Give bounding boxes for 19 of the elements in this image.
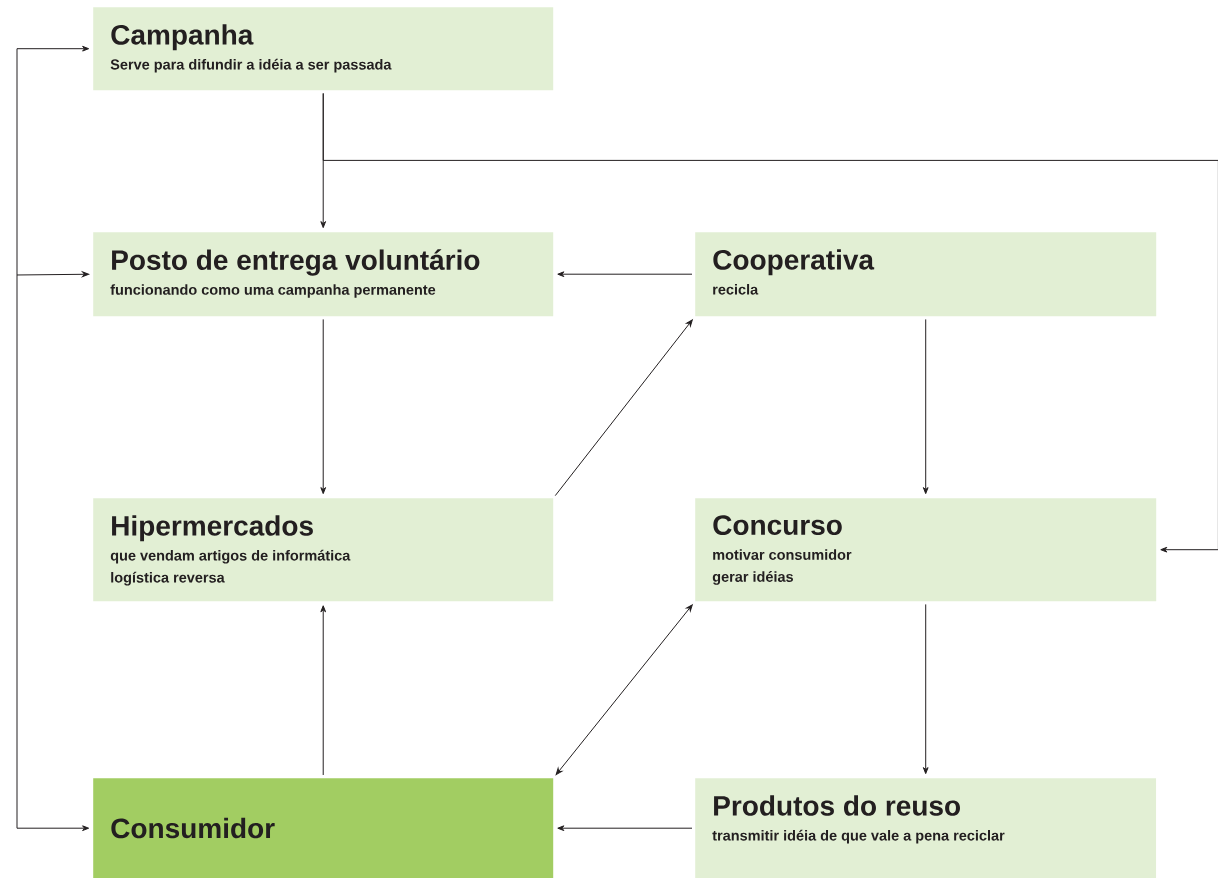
arrow <box>16 45 90 276</box>
arrow <box>557 271 693 278</box>
arrow <box>554 319 693 497</box>
arrow <box>16 274 90 832</box>
arrow <box>320 318 327 495</box>
arrow <box>922 318 929 495</box>
process-box: Consumidor <box>93 778 554 878</box>
arrow <box>555 604 693 776</box>
process-box: Cooperativa recicla <box>695 232 1157 317</box>
arrow <box>557 825 693 832</box>
process-box: Campanha Serve para difundir a idéia a ser passada <box>93 7 554 91</box>
process-box: Concurso motivar consumidor gerar idéias <box>695 498 1157 602</box>
process-box: Produtos do reuso transmitir idéia de que vale a pena reciclar <box>695 778 1157 878</box>
process-box: Posto de entrega voluntário funcionando como uma campanha permanente <box>93 232 554 317</box>
arrow <box>322 92 1218 553</box>
process-box: Hipermercados que vendam artigos de informática logística reversa <box>93 498 554 602</box>
arrow <box>922 603 929 775</box>
arrow <box>320 605 327 776</box>
arrow <box>16 271 90 278</box>
